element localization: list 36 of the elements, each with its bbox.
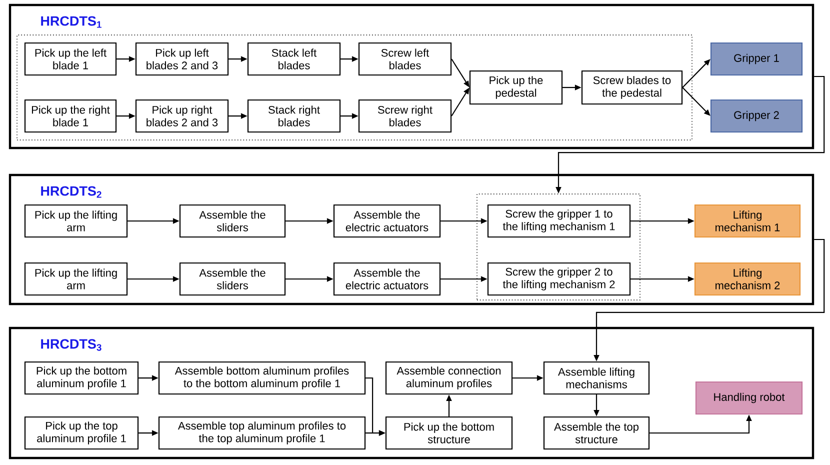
process-box: Screw the gripper 1 to the lifting mechanism 1 — [487, 204, 631, 238]
process-box: Screw the gripper 2 to the lifting mechanism 2 — [487, 262, 631, 296]
process-box: Screw blades to the pedestal — [581, 70, 683, 105]
process-box: Assemble the sliders — [179, 204, 286, 238]
output-box: Lifting mechanism 2 — [694, 262, 801, 296]
panel-heading: HRCDTS$_{3}$ — [41, 339, 102, 351]
process-box: Assemble the electric actuators — [333, 204, 441, 238]
process-box: Assemble bottom aluminum profiles to the bottom aluminum profile 1 — [158, 361, 366, 395]
process-box: Pick up left blades 2 and 3 — [135, 42, 229, 76]
group-frame — [16, 34, 692, 140]
panel-heading: HRCDTS$_{1}$ — [41, 16, 102, 28]
process-box: Stack left blades — [247, 42, 341, 76]
panel-heading: HRCDTS$_{2}$ — [41, 186, 102, 198]
process-box: Assemble connection aluminum profiles — [385, 361, 513, 395]
output-box: Gripper 2 — [710, 99, 803, 133]
process-box: Assemble top aluminum profiles to the top aluminum profile 1 — [158, 416, 366, 450]
process-box: Screw left blades — [358, 42, 452, 76]
process-box: Screw right blades — [358, 99, 452, 133]
process-box: Pick up the bottom aluminum profile 1 — [24, 361, 139, 395]
process-box: Pick up the lifting arm — [24, 262, 128, 296]
process-box: Pick up the lifting arm — [24, 204, 128, 238]
process-box: Stack right blades — [247, 99, 341, 133]
process-box: Pick up the bottom structure — [385, 416, 513, 450]
process-box: Assemble lifting mechanisms — [543, 361, 650, 395]
process-box: Pick up the top aluminum profile 1 — [24, 416, 139, 450]
process-box: Pick up the left blade 1 — [24, 42, 117, 76]
process-box: Pick up the pedestal — [469, 70, 563, 105]
process-box: Assemble the sliders — [179, 262, 286, 296]
process-box: Pick up right blades 2 and 3 — [135, 99, 229, 133]
output-box: Lifting mechanism 1 — [694, 204, 801, 238]
group-frame — [476, 194, 640, 300]
process-box: Pick up the right blade 1 — [24, 99, 117, 133]
process-box: Assemble the electric actuators — [333, 262, 441, 296]
output-box: Handling robot — [695, 381, 803, 415]
process-box: Assemble the top structure — [543, 416, 650, 450]
output-box: Gripper 1 — [710, 42, 803, 76]
